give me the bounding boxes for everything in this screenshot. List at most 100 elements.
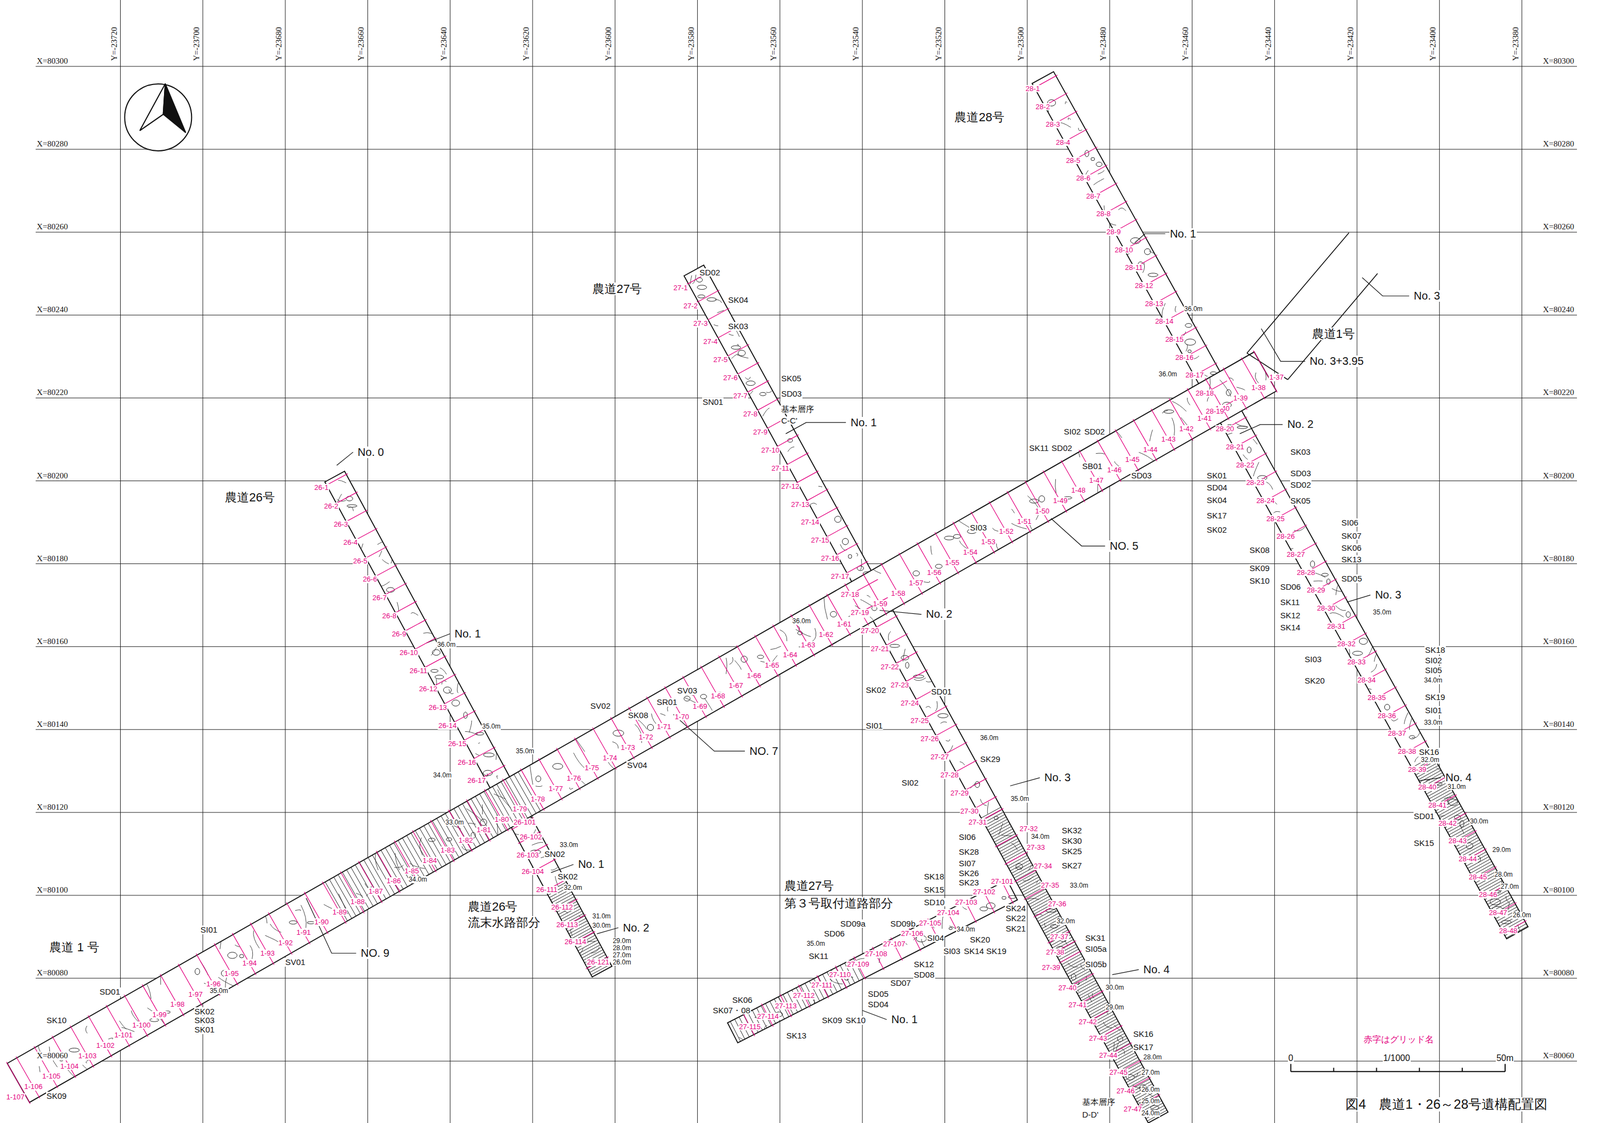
grid-name: 28-43 <box>1448 837 1468 845</box>
grid-name-line <box>964 778 987 791</box>
grid-name: 1-73 <box>620 743 636 752</box>
elevation: 26.0m <box>1140 1086 1161 1094</box>
grid-name-line <box>845 561 868 574</box>
slope-hatch <box>1080 987 1100 999</box>
slope-hatch <box>1075 977 1095 989</box>
grid-name-line <box>1025 481 1050 523</box>
slope-hatch <box>580 944 601 956</box>
grid-name-line <box>700 665 725 708</box>
grid-name: 28-1 <box>1025 85 1041 93</box>
elevation: 32.0m <box>563 884 583 892</box>
pit-feature <box>1038 495 1045 503</box>
grid-name-line <box>383 583 407 596</box>
feature-code: SI01 <box>865 721 884 731</box>
contour-line <box>692 274 696 284</box>
slope-hatch <box>1018 874 1038 886</box>
contour-line <box>1073 434 1080 458</box>
grid-name-line <box>160 974 185 1016</box>
grid-name: 27-6 <box>722 374 739 382</box>
contour-line <box>787 447 795 452</box>
slope-hatch <box>1020 879 1041 891</box>
station-number: No. 0 <box>357 446 385 459</box>
pit-feature <box>239 954 245 958</box>
grid-name-line <box>746 380 770 394</box>
station-number: No. 2 <box>1286 418 1315 431</box>
slope-hatch <box>1094 1013 1115 1025</box>
road-outline <box>683 264 1168 1123</box>
slope-hatch <box>1064 958 1084 970</box>
grid-name: 28-8 <box>1095 210 1112 218</box>
road-name: 農道27号 <box>783 879 835 892</box>
contour-line <box>1172 400 1187 411</box>
grid-name: 27-23 <box>890 681 910 689</box>
grid-name: 27-47 <box>1123 1105 1143 1113</box>
grid-name-line <box>1007 490 1032 533</box>
grid-coordinate: X=80160 <box>1542 637 1575 647</box>
road-name: 農道27号 <box>591 282 643 296</box>
slope-hatch <box>1011 862 1032 874</box>
grid-name: 28-28 <box>1296 568 1316 577</box>
contour-line <box>1029 524 1033 530</box>
grid-name: 27-108 <box>864 950 888 958</box>
grid-name-line <box>482 765 506 778</box>
elevation: 36.0m <box>1158 370 1178 378</box>
grid-name-line <box>484 789 509 831</box>
elevation: 28.0m <box>1143 1053 1163 1061</box>
slope-hatch <box>1070 970 1091 982</box>
grid-name-line <box>706 308 729 321</box>
slope-hatch <box>376 852 400 892</box>
grid-name: 1-71 <box>656 722 672 731</box>
grid-name: 28-3 <box>1045 120 1061 129</box>
grid-coordinate: Y=-23420 <box>1346 26 1356 62</box>
grid-name-line <box>376 850 401 893</box>
feature-code: SV01 <box>284 957 307 967</box>
grid-coordinate: X=80220 <box>1542 388 1575 398</box>
grid-coordinate: Y=-23640 <box>439 26 449 62</box>
grid-name-line <box>1004 851 1028 865</box>
feature-code: SK20 <box>969 935 991 944</box>
feature-code: SI02 <box>1424 656 1443 665</box>
grid-line <box>35 314 1577 316</box>
contour-line <box>512 830 519 835</box>
grid-name: 26-4 <box>342 538 359 547</box>
grid-name: 27-103 <box>954 898 978 907</box>
grid-name-line <box>772 624 797 667</box>
contour-line <box>86 1059 89 1064</box>
grid-name: 26-102 <box>518 833 542 841</box>
grid-name: 1-70 <box>674 713 690 721</box>
pit-feature <box>552 763 563 770</box>
grid-name: 28-40 <box>1417 783 1438 791</box>
grid-name: 26-13 <box>428 703 448 712</box>
feature-code: SK25 <box>1061 846 1083 856</box>
slope-hatch <box>981 806 1002 818</box>
contour-line <box>119 1020 127 1030</box>
slope-hatch <box>488 788 511 828</box>
pit-feature <box>913 570 920 576</box>
grid-line <box>35 728 1577 730</box>
pit-feature <box>1188 349 1192 353</box>
feature-code: SK02 <box>865 685 887 695</box>
feature-code: SK07 <box>1341 531 1363 541</box>
feature-code: SK01 <box>194 1025 216 1034</box>
contour-line <box>1065 101 1067 104</box>
feature-code: SK08 <box>627 710 649 720</box>
grid-name-line <box>433 674 456 687</box>
grid-name: 27-20 <box>860 626 880 635</box>
grid-name: 28-42 <box>1437 819 1457 828</box>
grid-line <box>1521 0 1523 1123</box>
grid-name: 1-79 <box>512 805 528 813</box>
grid-name: 28-21 <box>1225 443 1245 451</box>
slope-hatch <box>1004 850 1025 862</box>
elevation: 31.0m <box>591 912 612 920</box>
feature-code: SD01 <box>1413 811 1436 821</box>
grid-name: 28-9 <box>1105 228 1122 236</box>
grid-name: 1-101 <box>114 1031 134 1039</box>
slope-hatch <box>1098 1021 1119 1033</box>
grid-name: 1-44 <box>1142 445 1158 454</box>
station-number: No. 3 <box>1043 771 1072 784</box>
contour-line <box>375 846 378 870</box>
grid-coordinate: X=80160 <box>36 637 69 647</box>
grid-name: 1-61 <box>836 620 852 629</box>
feature-code: SK09 <box>821 1015 844 1025</box>
grid-name: 1-37 <box>1268 373 1285 382</box>
